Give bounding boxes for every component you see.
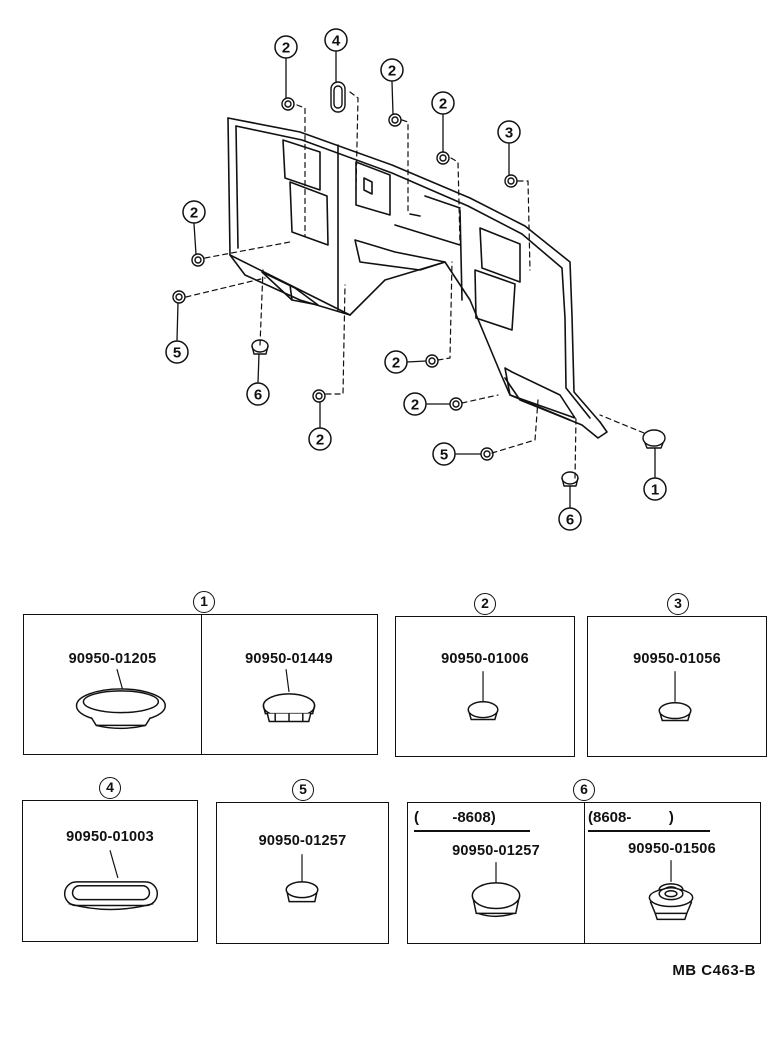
oval-hole-plug-icon xyxy=(63,850,159,911)
callout-6: 6 xyxy=(558,507,582,531)
group-label-5: 5 xyxy=(292,779,314,801)
callout-2: 2 xyxy=(308,427,332,451)
group-label-4: 4 xyxy=(99,777,121,799)
hole-plug-icon xyxy=(436,151,450,165)
exploded-view-diagram: 2 4 2 2 3 2 5 6 2 2 2 5 6 1 xyxy=(165,28,667,531)
svg-text:1: 1 xyxy=(651,482,659,499)
svg-text:5: 5 xyxy=(173,345,181,362)
svg-text:2: 2 xyxy=(392,355,400,372)
svg-text:6: 6 xyxy=(566,512,574,529)
part-number: 90950-01257 xyxy=(452,843,540,859)
diagram-reference-code: MB C463-B xyxy=(672,962,756,979)
svg-text:2: 2 xyxy=(439,96,447,113)
range-underline xyxy=(414,830,530,832)
part-number: 90950-01006 xyxy=(441,651,529,667)
hole-plug-icon xyxy=(172,290,186,304)
part-number: 90950-01257 xyxy=(258,833,347,849)
grommet-icon xyxy=(251,339,269,355)
part-number: 90950-01449 xyxy=(245,651,333,667)
callout-markers: 2 4 2 2 3 2 5 6 2 2 2 5 6 1 xyxy=(165,28,667,531)
part-number: 90950-01506 xyxy=(628,841,716,857)
part-number: 90950-01003 xyxy=(66,829,154,845)
svg-text:2: 2 xyxy=(190,205,198,222)
callout-6: 6 xyxy=(246,382,270,406)
svg-text:2: 2 xyxy=(316,432,324,449)
svg-text:4: 4 xyxy=(332,33,341,50)
hole-plug-icon xyxy=(281,97,295,111)
group-label-1: 1 xyxy=(193,591,215,613)
svg-text:2: 2 xyxy=(282,40,290,57)
callout-2: 2 xyxy=(431,91,455,115)
hole-plug-icon xyxy=(75,669,166,730)
hole-plug-icon xyxy=(658,671,692,722)
callout-2: 2 xyxy=(403,392,427,416)
part-box-group-2: 90950-01006 xyxy=(395,616,575,757)
hole-plug-icon xyxy=(480,447,494,461)
part-box-group-4: 90950-01003 xyxy=(22,800,198,942)
callout-4: 4 xyxy=(324,28,348,52)
leader-lines xyxy=(185,91,645,479)
part-box-group-1: 90950-01205 90950-01449 xyxy=(23,614,378,755)
part-box-group-6: ( -8608) 90950-01257 (8608- ) 90950-0150… xyxy=(407,802,761,944)
range-underline xyxy=(588,830,710,832)
part-cell: (8608- ) 90950-01506 xyxy=(584,803,760,943)
callout-2: 2 xyxy=(384,350,408,374)
grommet-icon xyxy=(561,471,579,487)
svg-text:6: 6 xyxy=(254,387,262,404)
hole-plug-icon xyxy=(449,397,463,411)
callout-5: 5 xyxy=(432,442,456,466)
svg-text:2: 2 xyxy=(388,63,396,80)
callout-2: 2 xyxy=(182,200,206,224)
hole-plug-icon xyxy=(642,429,666,449)
part-number: 90950-01056 xyxy=(633,651,721,667)
part-number: 90950-01205 xyxy=(68,651,157,667)
oval-hole-plug-icon xyxy=(330,81,346,113)
group-label-3: 3 xyxy=(667,593,689,615)
panel-outline xyxy=(227,117,608,439)
svg-text:2: 2 xyxy=(411,397,419,414)
group-label-6: 6 xyxy=(573,779,595,801)
svg-text:5: 5 xyxy=(440,447,448,464)
hole-plug-icon xyxy=(471,862,521,918)
callout-stems xyxy=(176,51,656,508)
part-box-group-5: 90950-01257 xyxy=(216,802,389,944)
hole-plug-icon xyxy=(262,669,316,723)
hole-plug-icon xyxy=(312,389,326,403)
hole-plug-icon xyxy=(191,253,205,267)
callout-2: 2 xyxy=(380,58,404,82)
group-label-2: 2 xyxy=(474,593,496,615)
production-date-range: ( -8608) xyxy=(414,809,496,826)
diagram-parts xyxy=(172,81,666,487)
svg-text:3: 3 xyxy=(505,125,513,142)
callout-3: 3 xyxy=(497,120,521,144)
hole-plug-icon xyxy=(425,354,439,368)
production-date-range: (8608- ) xyxy=(588,809,674,826)
hole-plug-icon xyxy=(285,854,319,903)
part-box-group-3: 90950-01056 xyxy=(587,616,767,757)
callout-5: 5 xyxy=(165,340,189,364)
callout-2: 2 xyxy=(274,35,298,59)
part-cell: ( -8608) 90950-01257 xyxy=(408,803,585,943)
part-cell: 90950-01449 xyxy=(201,615,377,754)
hole-plug-icon xyxy=(467,671,499,721)
hole-plug-icon xyxy=(504,174,518,188)
grommet-icon xyxy=(648,860,694,921)
hole-plug-icon xyxy=(388,113,402,127)
part-cell: 90950-01205 xyxy=(24,615,202,754)
callout-1: 1 xyxy=(643,477,667,501)
